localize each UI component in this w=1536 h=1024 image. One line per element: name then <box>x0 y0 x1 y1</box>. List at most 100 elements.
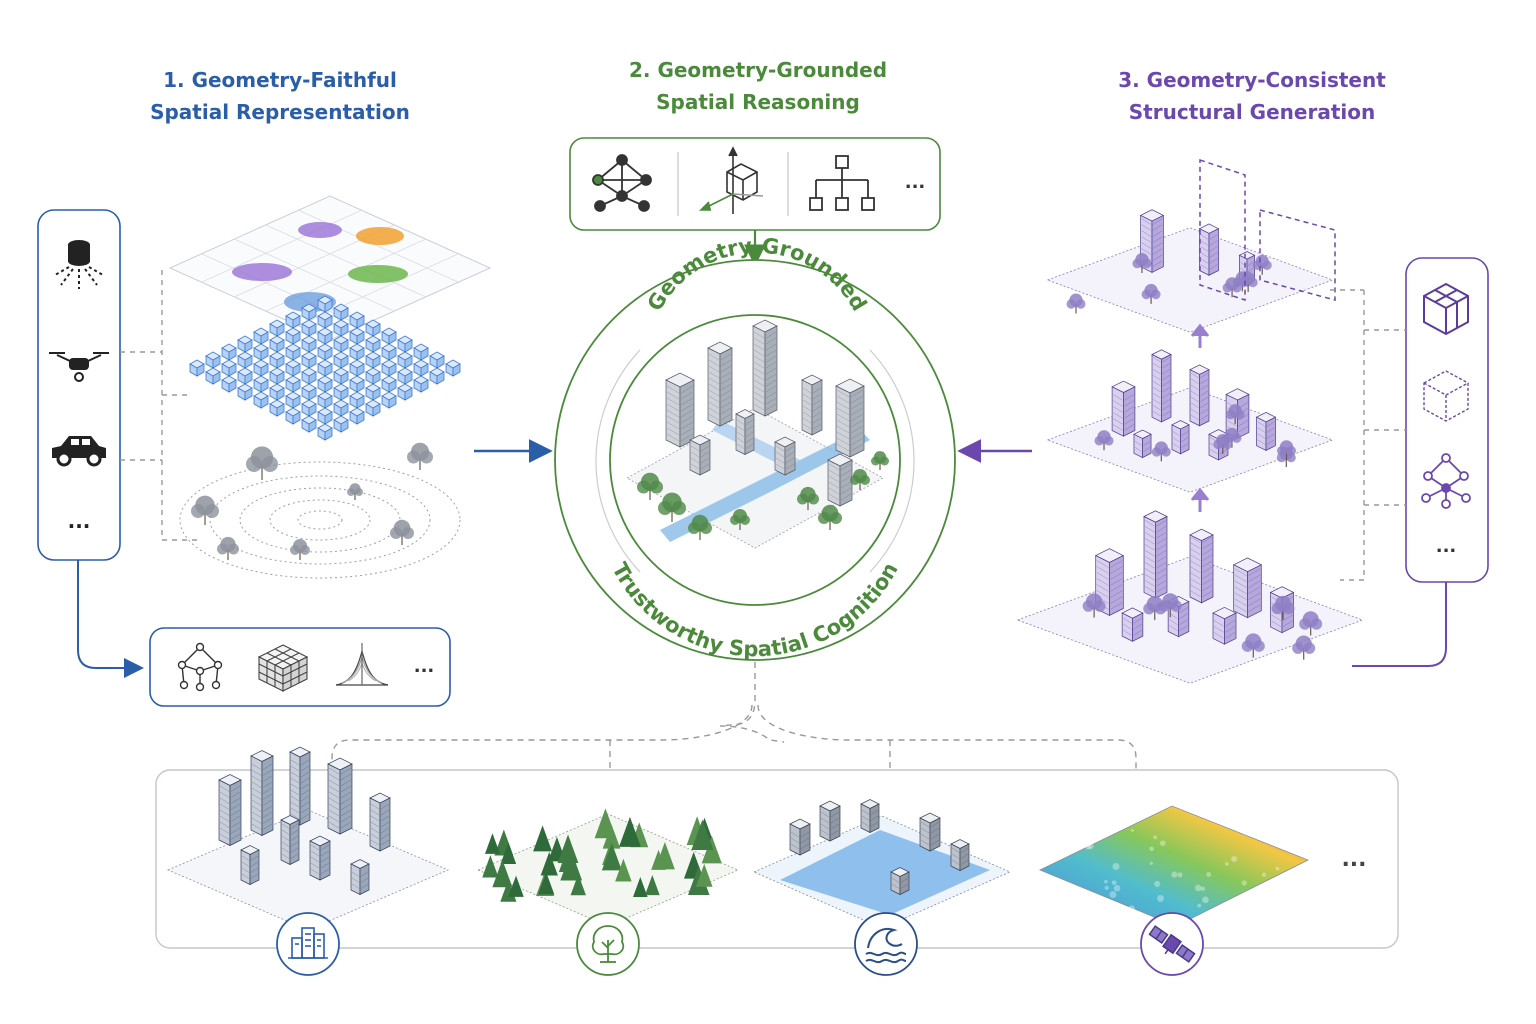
tree-mark <box>1213 433 1233 454</box>
tree-mark <box>191 495 219 525</box>
voxel-cell <box>285 407 301 425</box>
pine-mark <box>557 834 579 864</box>
building-mark <box>819 800 841 842</box>
building-mark <box>665 372 695 448</box>
voxel-cell <box>285 391 301 409</box>
voxel-cell <box>285 375 301 393</box>
voxel-cell <box>381 359 397 377</box>
building-mark <box>1198 223 1220 276</box>
building-mark <box>1189 364 1210 427</box>
semantic-cluster-purple <box>232 222 342 281</box>
voxel-cell <box>445 359 461 377</box>
building-mark <box>280 815 300 866</box>
point-cloud-trees <box>191 442 433 560</box>
pine-mark <box>619 816 641 847</box>
lidar-icon <box>54 240 104 289</box>
pine-mark <box>651 849 666 870</box>
building-mark <box>789 818 811 856</box>
generation-title-line1: 3. Geometry-Consistent <box>1118 68 1386 92</box>
voxel-cell <box>221 343 237 361</box>
building-mark <box>752 319 778 417</box>
center-city-scene <box>626 319 889 549</box>
voxel-cell <box>333 351 349 369</box>
3d-axes-cube-icon <box>699 146 764 214</box>
pine-mark <box>601 842 622 871</box>
building-mark <box>1189 528 1214 604</box>
tree-icon <box>576 912 640 976</box>
tree-mark <box>797 486 819 510</box>
building-mark <box>1171 420 1190 455</box>
building-mark <box>369 792 391 852</box>
tree-mark <box>1141 283 1161 304</box>
representation-title: 1. Geometry-Faithful Spatial Representat… <box>120 64 440 128</box>
sensor-more: ... <box>68 509 91 533</box>
voxel-cell <box>285 343 301 361</box>
applications-panel <box>155 769 1399 949</box>
voxel-cell <box>397 335 413 353</box>
reasoning-title-line2: Spatial Reasoning <box>656 90 860 114</box>
voxel-cell <box>269 383 285 401</box>
tree-mark <box>1066 293 1086 314</box>
dashed-cube-icon <box>1423 370 1469 422</box>
pine-mark <box>484 833 500 854</box>
pine-mark <box>594 808 617 839</box>
tree-mark <box>1222 277 1242 298</box>
building-mark <box>309 835 331 881</box>
voxel-layer <box>189 295 461 441</box>
pine-mark <box>570 874 586 896</box>
voxel-cell <box>253 359 269 377</box>
tree-mark <box>246 446 278 480</box>
generation-stack <box>1016 158 1364 684</box>
voxel-cell <box>429 351 445 369</box>
reasoning-title: 2. Geometry-Grounded Spatial Reasoning <box>598 54 918 118</box>
voxel-cell <box>381 343 397 361</box>
voxel-cell <box>205 367 221 385</box>
building-mark <box>1094 548 1125 616</box>
satellite-icon <box>1140 912 1204 976</box>
semantic-cluster-green <box>348 265 408 283</box>
voxel-cell <box>269 367 285 385</box>
voxel-cell <box>237 383 253 401</box>
voxel-cell <box>269 399 285 417</box>
generation-title-line2: Structural Generation <box>1128 100 1376 124</box>
voxel-cell <box>301 367 317 385</box>
building-mark <box>1212 606 1237 645</box>
pine-mark <box>695 863 713 887</box>
building-mark <box>1133 429 1152 459</box>
semantic-cluster-orange <box>356 227 404 245</box>
voxel-cell <box>317 311 333 329</box>
representation-tools-more: ... <box>414 656 435 677</box>
building-mark <box>1139 209 1165 273</box>
tree-mark <box>1158 593 1182 618</box>
representation-title-line1: 1. Geometry-Faithful <box>163 68 397 92</box>
voxel-cell <box>365 319 381 337</box>
tree-mark <box>1225 404 1245 425</box>
node-graph-icon <box>1421 453 1471 509</box>
voxel-cell <box>269 335 285 353</box>
voxel-cell <box>381 391 397 409</box>
wave-icon <box>854 912 918 976</box>
voxel-cell <box>429 367 445 385</box>
pine-mark <box>500 842 517 865</box>
voxel-cube-icon <box>257 644 309 692</box>
tree-mark <box>688 514 712 540</box>
building-mark <box>919 812 941 852</box>
voxel-cell <box>285 327 301 345</box>
generation-bottom-connector <box>1352 582 1447 667</box>
voxel-cell <box>365 335 381 353</box>
building-mark <box>1143 510 1168 599</box>
voxel-cell <box>317 295 333 313</box>
pine-mark <box>482 855 499 878</box>
voxel-cell <box>397 383 413 401</box>
voxel-cell <box>349 343 365 361</box>
building-mark <box>1255 412 1277 452</box>
voxel-cell <box>349 327 365 345</box>
voxel-cell <box>317 343 333 361</box>
application-scenes <box>166 746 1309 931</box>
building-mark <box>801 374 823 436</box>
voxel-cell <box>301 319 317 337</box>
representation-title-line2: Spatial Representation <box>150 100 410 124</box>
building-mark <box>350 859 370 896</box>
tree-mark <box>1151 441 1171 462</box>
